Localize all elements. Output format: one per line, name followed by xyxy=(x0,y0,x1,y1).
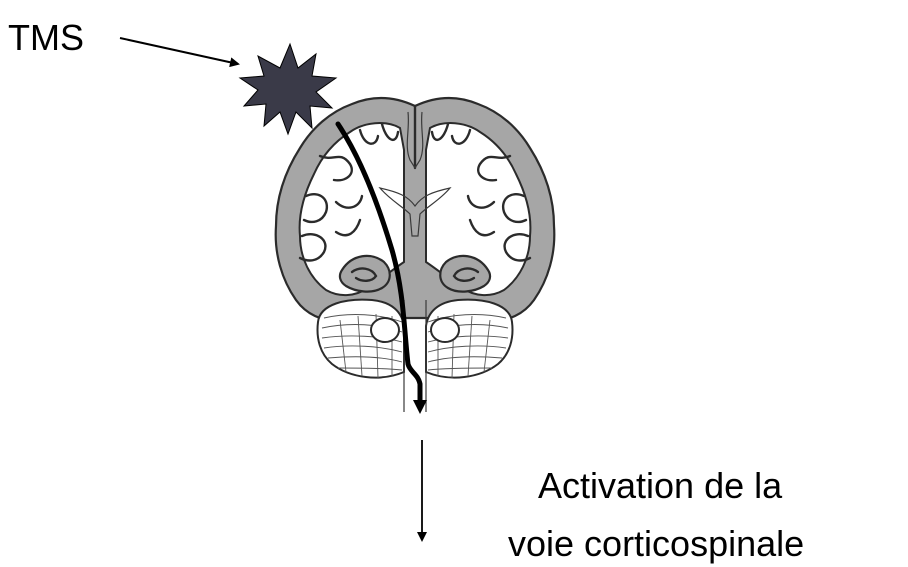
pathway-arrowhead xyxy=(413,400,427,414)
brain-coronal-section xyxy=(276,98,555,412)
outcome-label-line1: Activation de la xyxy=(538,465,783,506)
tms-arrow xyxy=(120,38,238,64)
outcome-label-line2: voie corticospinale xyxy=(508,523,804,564)
tms-label: TMS xyxy=(8,17,84,58)
